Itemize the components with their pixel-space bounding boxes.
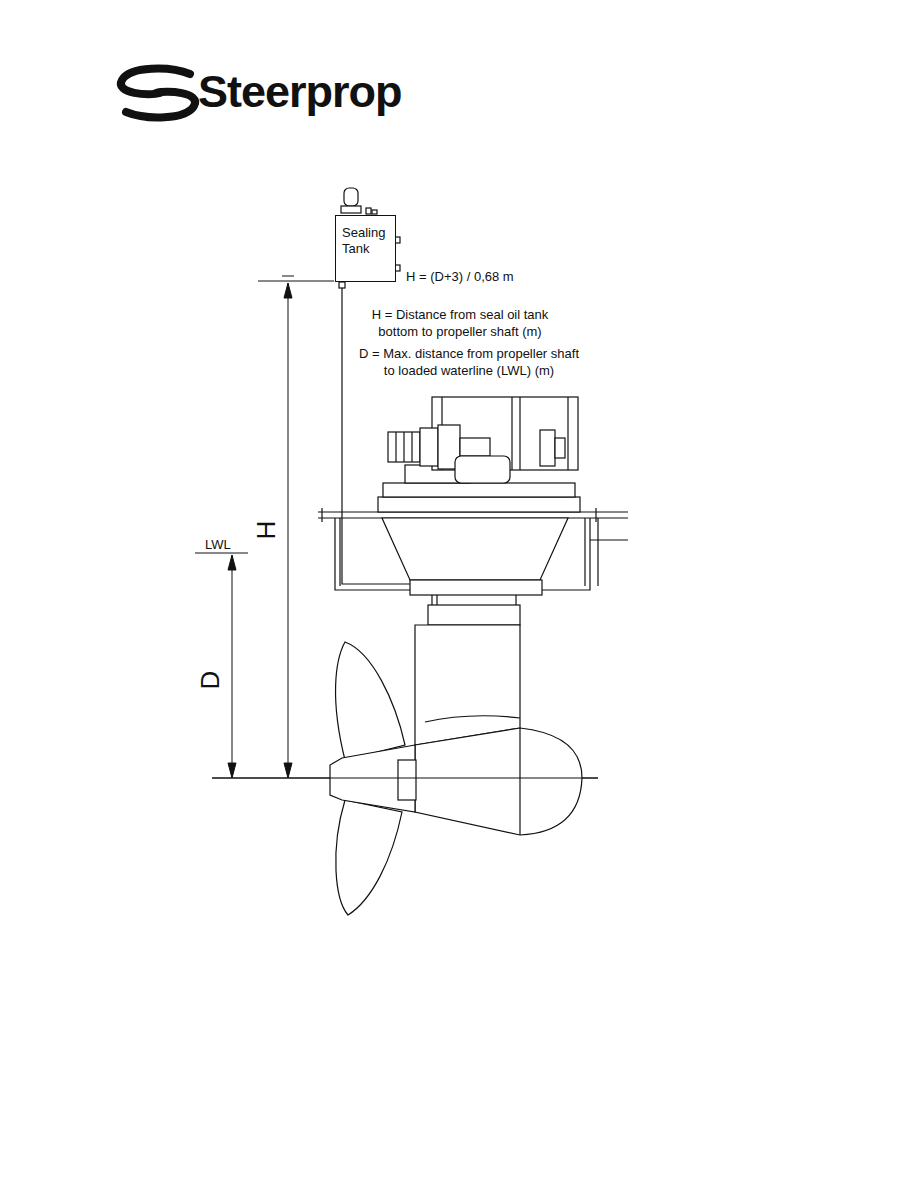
motor-assembly-part: [540, 430, 555, 466]
motor-assembly-part: [511, 397, 512, 470]
thruster-unit-part: [336, 800, 402, 915]
hull-well-part: [584, 518, 585, 586]
thruster-unit-part: [425, 716, 520, 722]
dimension-label: D: [193, 671, 227, 690]
hull-well-part: [597, 518, 598, 586]
motor-assembly: [378, 397, 580, 512]
motor-assembly-part: [378, 497, 580, 512]
motor-assembly-part: [383, 483, 575, 497]
thruster-unit: [212, 518, 598, 915]
hull-well: [318, 508, 628, 590]
dimension-lines-part: [284, 763, 292, 778]
dimension-lines-part: [284, 283, 292, 298]
thruster-unit-part: [415, 728, 582, 835]
thruster-unit-part: [515, 595, 516, 605]
dimension-lines: [195, 276, 598, 778]
dimension-lines-part: [228, 555, 236, 570]
thruster-unit-part: [410, 580, 542, 595]
tank-box: Sealing Tank: [335, 215, 396, 282]
hull-well-part: [321, 508, 322, 522]
tank-fittings-part: [339, 282, 345, 288]
definition-note: D = Max. distance from propeller shaft t…: [358, 345, 580, 379]
motor-assembly-part: [420, 428, 438, 466]
hull-well-part: [339, 518, 340, 586]
hull-well-part: [590, 539, 628, 540]
waterline-label: LWL: [205, 536, 231, 553]
thruster-unit-part: [382, 518, 568, 580]
thruster-unit-part: [431, 595, 432, 605]
motor-assembly-part: [388, 432, 420, 462]
thruster-unit-part: [212, 777, 598, 778]
thruster-unit-part: [428, 605, 520, 625]
motor-assembly-part: [455, 456, 510, 483]
brand-logo-text: Steerprop: [198, 62, 402, 121]
dimension-lines-part: [195, 553, 248, 554]
dimension-lines-part: [258, 281, 334, 282]
dimension-lines-part: [212, 778, 598, 779]
tank-fittings-part: [341, 206, 361, 213]
motor-assembly-part: [460, 438, 490, 456]
motor-assembly-part: [403, 432, 404, 462]
tank-fittings-part: [344, 188, 358, 206]
dimension-label: H: [249, 521, 283, 540]
tank-fittings-part: [366, 208, 371, 214]
thruster-unit-part: [415, 625, 520, 745]
definition-note: H = Distance from seal oil tank bottom t…: [362, 306, 558, 340]
motor-assembly-part: [395, 432, 396, 462]
dimension-lines-part: [232, 555, 233, 778]
motor-assembly-part: [519, 397, 520, 470]
thruster-unit-part: [336, 642, 405, 760]
logo-swirl-part: [126, 92, 195, 118]
formula-label: H = (D+3) / 0,68 m: [406, 268, 514, 285]
dimension-lines-part: [282, 276, 294, 277]
dimension-lines-part: [288, 283, 289, 778]
tank-label: Sealing Tank: [342, 225, 390, 257]
motor-assembly-part: [555, 438, 565, 458]
dimension-lines-part: [228, 763, 236, 778]
thruster-unit-part: [398, 760, 416, 800]
motor-assembly-part: [411, 432, 412, 462]
logo-swirl: [121, 69, 195, 118]
hull-well-part: [595, 508, 596, 522]
tank-fittings-part: [372, 210, 377, 214]
thruster-unit-part: [519, 728, 520, 835]
hull-well-part: [335, 518, 590, 590]
motor-assembly-part: [567, 397, 568, 470]
